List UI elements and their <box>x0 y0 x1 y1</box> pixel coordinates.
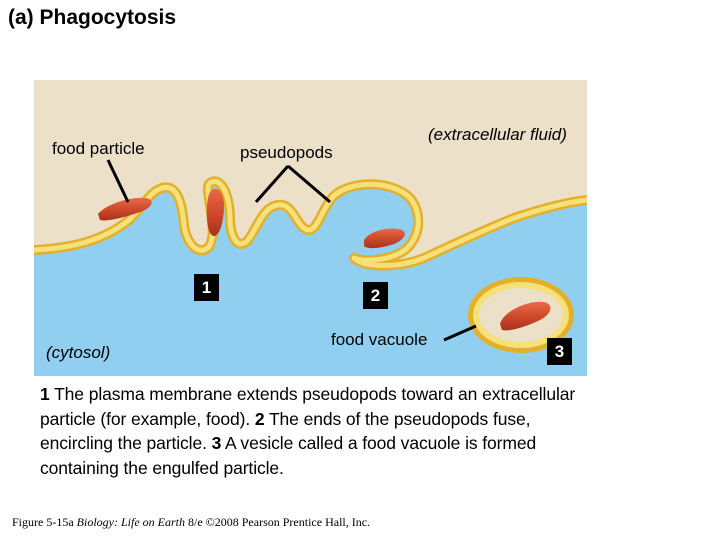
food-particle-pocket-2 <box>364 228 405 249</box>
caption-step-2-text: The ends of the pseudopods fuse, encircl… <box>40 408 531 454</box>
step-marker-1: 1 <box>194 274 219 301</box>
phagocytosis-illustration <box>34 80 587 376</box>
food-particle-vacuole <box>500 301 551 331</box>
label-extracellular-fluid: (extracellular fluid) <box>428 125 567 144</box>
leader-line-pseudopod-right <box>287 164 331 204</box>
food-particle-free <box>98 197 152 221</box>
leader-line-food-vacuole <box>443 324 477 342</box>
label-food-vacuole: food vacuole <box>331 330 428 349</box>
food-particle-pocket-1 <box>206 188 224 236</box>
caption-step-3-text: A vesicle called a food vacuole is forme… <box>40 433 537 478</box>
label-food-particle: food particle <box>52 139 145 158</box>
leader-line-food-particle <box>106 159 130 203</box>
leader-line-pseudopod-left <box>254 165 290 203</box>
caption: 1 The plasma membrane extends pseudopods… <box>40 382 585 480</box>
cytosol-region <box>34 181 587 376</box>
label-pseudopods: pseudopods <box>240 143 333 162</box>
caption-step-1-text: The plasma membrane extends pseudopods t… <box>40 384 576 429</box>
caption-step-3-number: 3 <box>211 433 222 453</box>
credit-figure-number: Figure 5-15a <box>12 515 74 529</box>
caption-step-1-number: 1 <box>40 384 50 404</box>
credit-book-title: Biology: Life on Earth <box>76 515 185 529</box>
figure-credit: Figure 5-15a Biology: Life on Earth 8/e … <box>12 515 370 530</box>
caption-step-2-number: 2 <box>254 408 265 429</box>
credit-edition: 8/e ©2008 Pearson Prentice Hall, Inc. <box>187 515 371 529</box>
step-marker-3: 3 <box>547 338 572 365</box>
label-cytosol: (cytosol) <box>46 343 111 362</box>
step-marker-2: 2 <box>363 282 388 309</box>
page-title: (a) Phagocytosis <box>8 6 177 29</box>
